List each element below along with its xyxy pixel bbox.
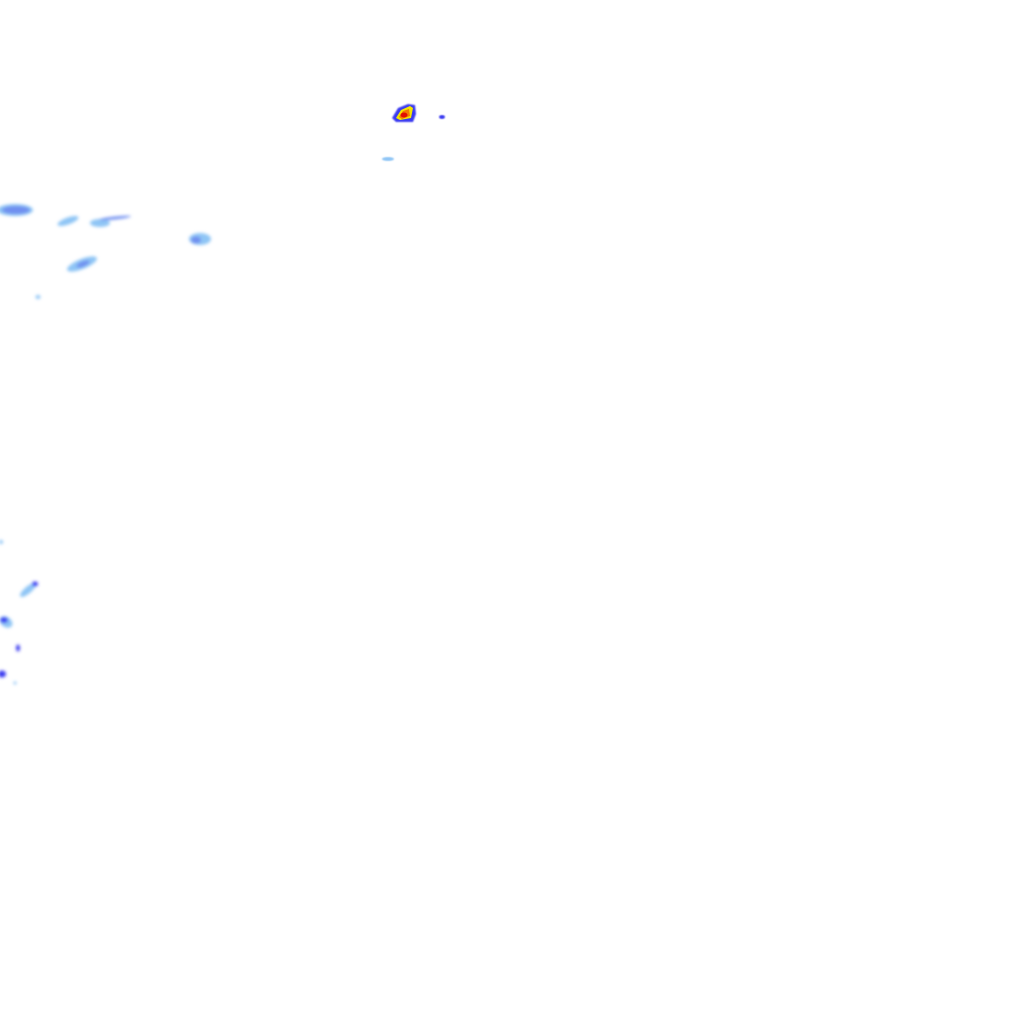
echo-light [35, 295, 41, 299]
echo-light [57, 216, 79, 226]
echo-core [0, 617, 8, 623]
storm-cell-intense [392, 104, 416, 122]
echo-core [191, 236, 201, 244]
echo-light [13, 681, 17, 685]
echo-core [32, 581, 38, 587]
echo-core [0, 670, 6, 678]
echo-core [76, 260, 90, 268]
echo-light [382, 157, 394, 161]
echo-core [16, 644, 20, 652]
echo-cluster-core [2, 206, 30, 214]
echo-light [90, 219, 110, 227]
echo-light [0, 540, 3, 544]
echo-small [439, 115, 445, 119]
echo-band [99, 215, 131, 221]
echo-light [20, 583, 36, 597]
